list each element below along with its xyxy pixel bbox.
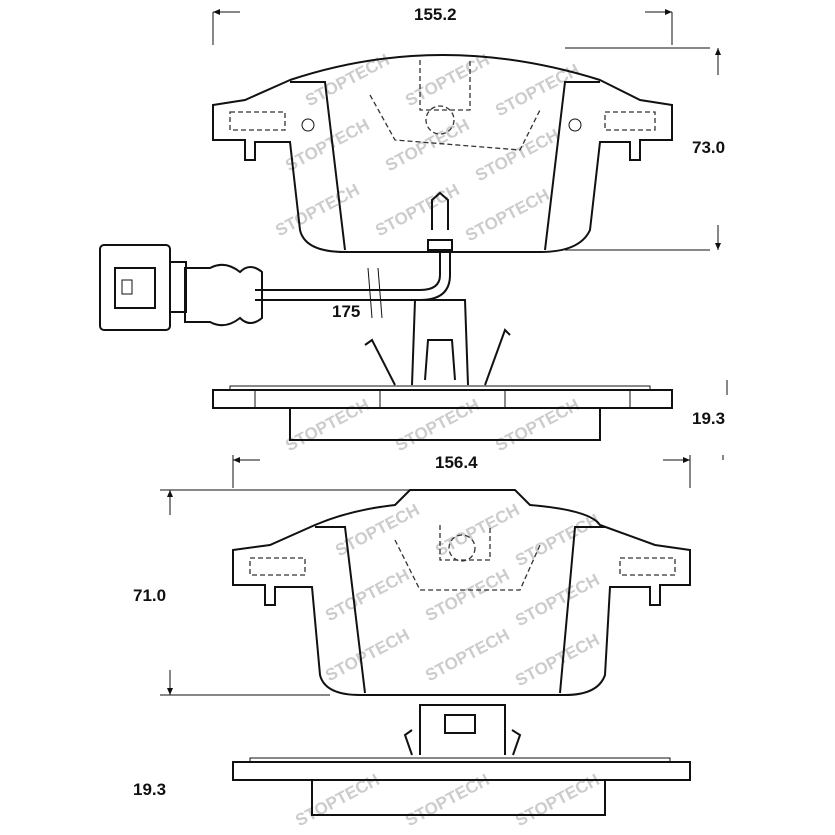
stoptech-watermark-logo: STOPTECH (322, 565, 412, 625)
bottom-width-label: 156.4 (435, 453, 478, 472)
bottom-pad-front-view (232, 489, 691, 696)
wear-sensor (99, 244, 451, 331)
dimension-lines (160, 9, 728, 696)
stoptech-watermark-logo: STOPTECH (392, 395, 482, 455)
top-thickness-label: 19.3 (692, 409, 725, 428)
stoptech-watermark-logo: STOPTECH (512, 570, 602, 630)
stoptech-watermark-logo: STOPTECH (422, 625, 512, 685)
bottom-thickness-label: 19.3 (133, 780, 166, 799)
bottom-height-label: 71.0 (133, 586, 166, 605)
stoptech-watermark-logo: STOPTECH (492, 60, 582, 120)
stoptech-watermark-logo: STOPTECH (422, 565, 512, 625)
stoptech-watermark-logo: STOPTECH (282, 115, 372, 175)
stoptech-watermark-logo: STOPTECH (402, 50, 492, 110)
stoptech-watermark-logo: STOPTECH (462, 185, 552, 245)
sensor-length-label: 175 (332, 302, 360, 321)
top-height-label: 73.0 (692, 138, 725, 157)
stoptech-watermark-logo: STOPTECH (282, 395, 372, 455)
stoptech-watermark-logo: STOPTECH (492, 395, 582, 455)
stoptech-watermark-logo: STOPTECH (512, 510, 602, 570)
stoptech-watermark-logo: STOPTECH (472, 125, 562, 185)
bottom-pad-side-view (232, 704, 691, 816)
top-pad-side-view (212, 299, 673, 441)
stoptech-watermark-logo: STOPTECH (432, 500, 522, 560)
stoptech-watermark-logo: STOPTECH (372, 180, 462, 240)
top-pad-front-view (212, 54, 673, 253)
stoptech-watermark-logo: STOPTECH (512, 630, 602, 690)
stoptech-watermark-logo: STOPTECH (322, 625, 412, 685)
stoptech-watermark-logo: STOPTECH (272, 180, 362, 240)
top-width-label: 155.2 (414, 5, 457, 24)
